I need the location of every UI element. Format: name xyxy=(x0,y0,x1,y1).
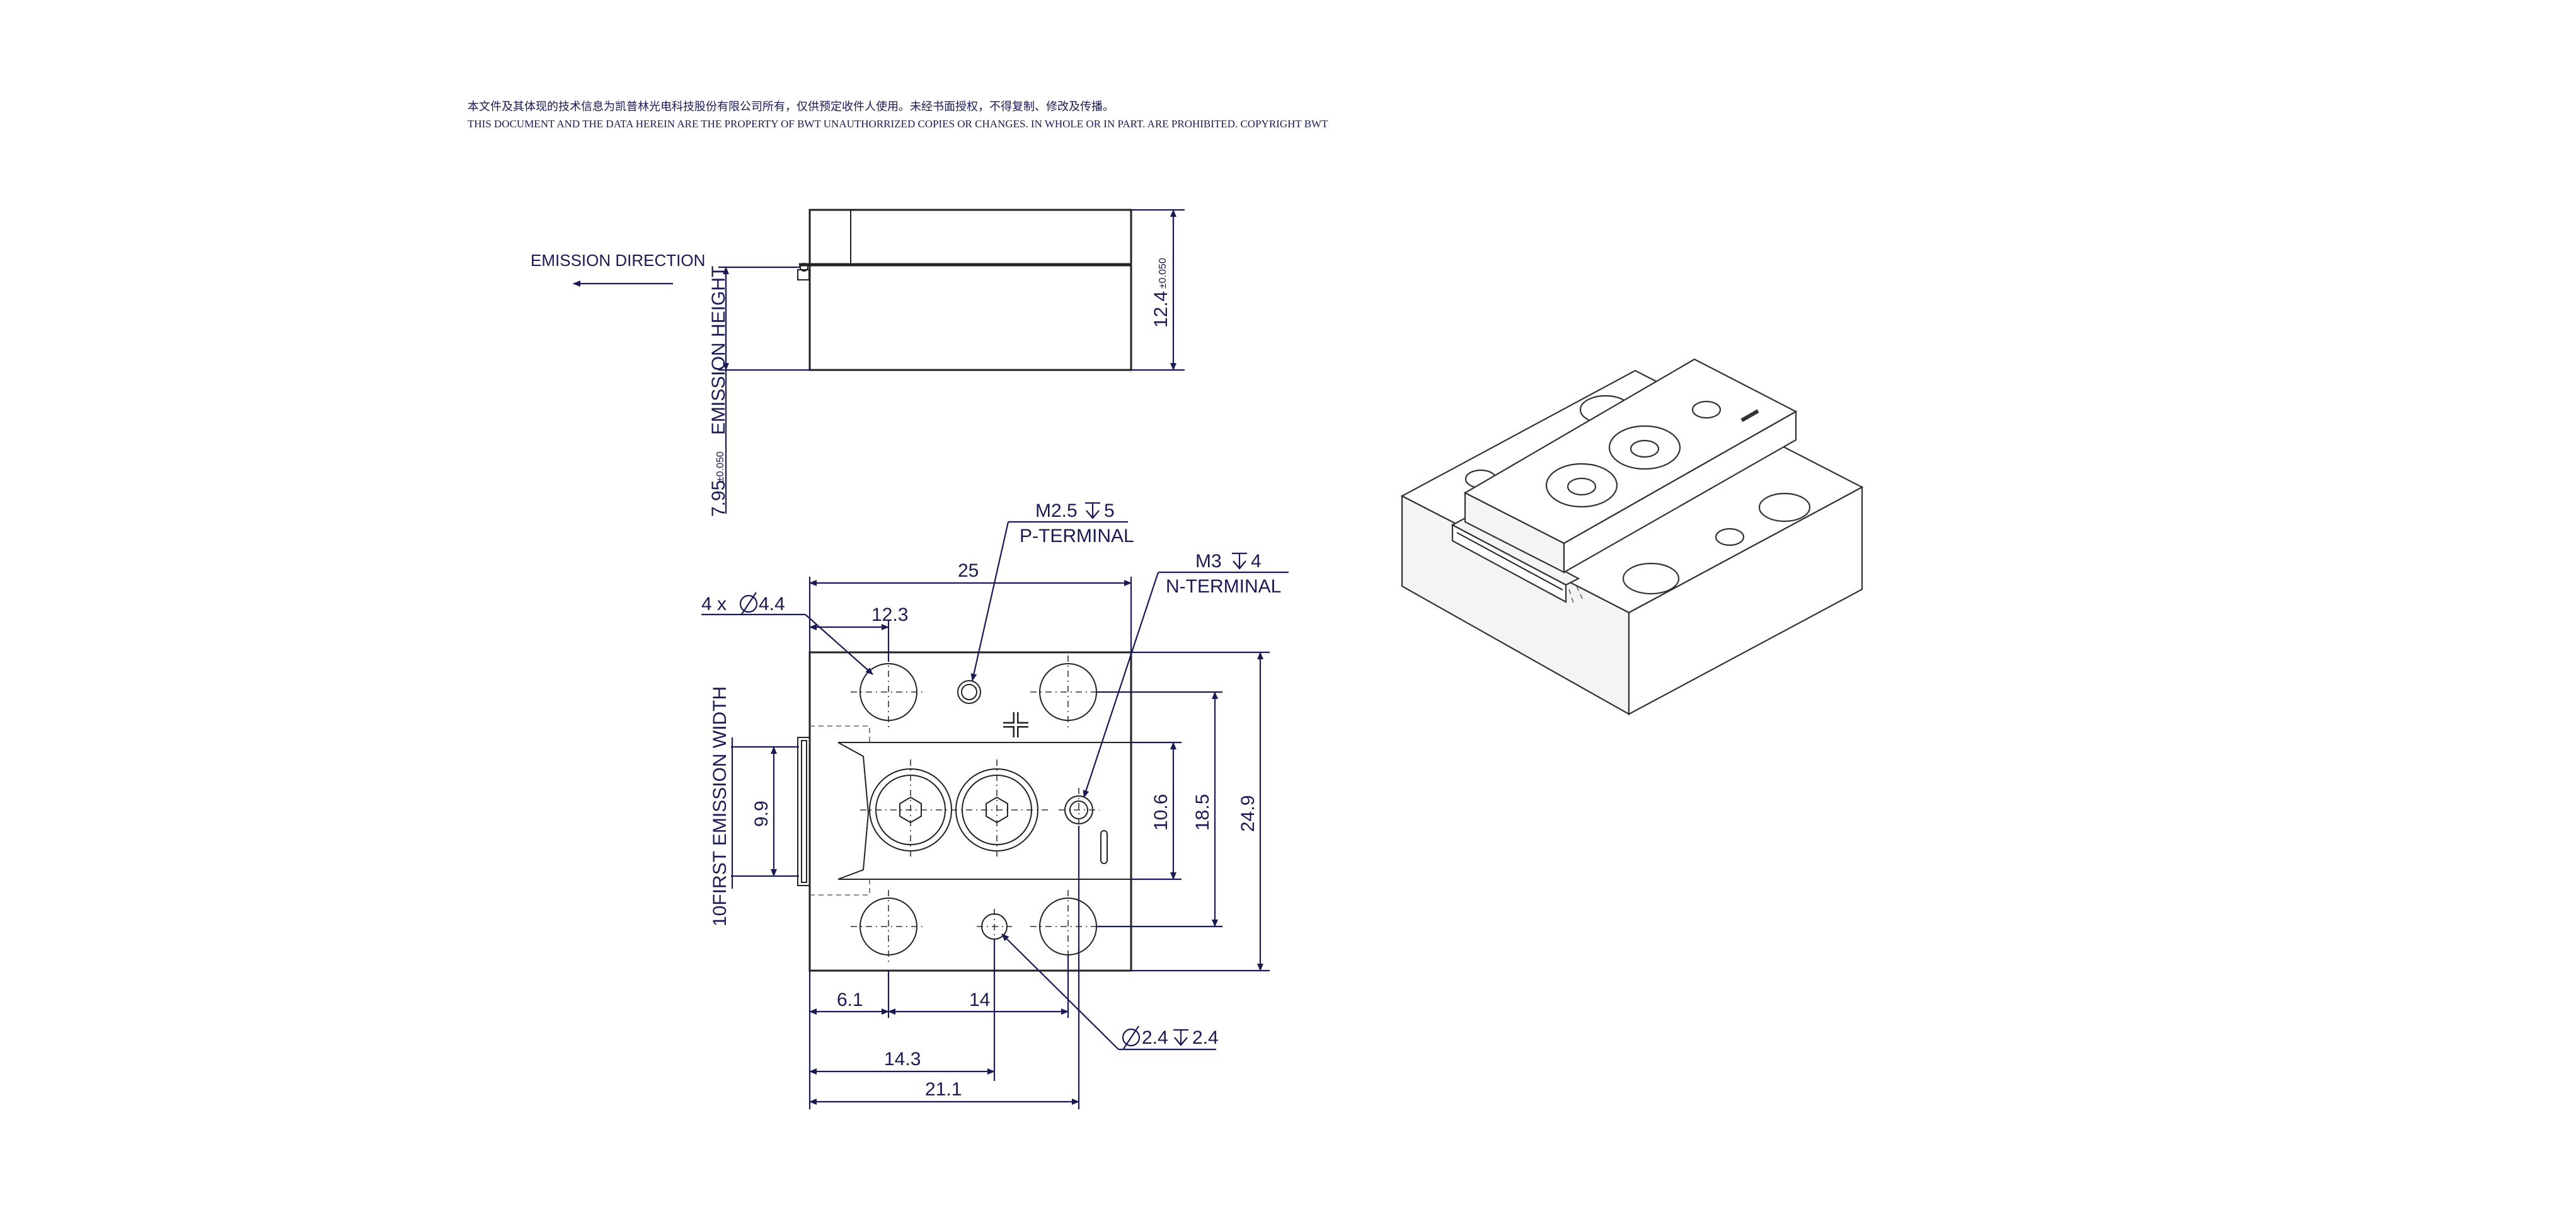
holes-count: 4 x xyxy=(701,594,727,615)
hole-pitch-x-value: 12.3 xyxy=(871,604,908,625)
total-height-tol: ±0.050 xyxy=(1158,258,1168,289)
holes-leader xyxy=(805,614,873,675)
emission-height-value: 7.95 xyxy=(708,480,729,517)
rail-face xyxy=(1451,524,1567,603)
base-right-face xyxy=(1628,486,1863,715)
hex-socket-icon xyxy=(1567,477,1597,496)
dim-21-1-value: 21.1 xyxy=(925,1079,962,1100)
side-view-body xyxy=(808,209,1132,371)
p-terminal-label: P-TERMINAL xyxy=(1020,526,1134,546)
small-hole-depth: 2.4 xyxy=(1192,1027,1219,1048)
dim-6-1-value: 6.1 xyxy=(837,990,863,1010)
width-total-value: 25 xyxy=(958,560,979,581)
emitter-line xyxy=(1456,532,1563,591)
small-hole-leader xyxy=(1001,933,1119,1050)
p-leader xyxy=(970,521,1009,681)
n-terminal-centerline xyxy=(1059,788,1100,832)
p-terminal-hole xyxy=(957,680,981,704)
dim-14-value: 14 xyxy=(969,990,990,1010)
emission-height-label: EMISSION HEIGHT xyxy=(708,266,729,435)
depth-icon xyxy=(1173,1029,1188,1046)
base-hole xyxy=(1758,492,1811,523)
depth-icon xyxy=(1085,502,1100,519)
hidden-line-bottom xyxy=(810,879,870,896)
n-leader xyxy=(1083,572,1159,798)
emission-direction-label: EMISSION DIRECTION xyxy=(531,251,705,270)
emitter-bar xyxy=(797,737,810,886)
base-small-hole xyxy=(1715,528,1745,546)
height-total-value: 24.9 xyxy=(1238,795,1258,832)
clamp-right-face xyxy=(1563,410,1797,574)
rail-hidden xyxy=(1568,586,1584,606)
diameter-icon xyxy=(1122,1025,1141,1049)
side-view: EMISSION DIRECTION 7.95 ±0.050 EMISSION … xyxy=(531,209,1185,517)
hidden-line-top xyxy=(810,725,870,742)
small-hole-dia: 2.4 xyxy=(1142,1027,1168,1048)
depth-icon xyxy=(1232,552,1247,570)
hex-socket-icon xyxy=(1630,439,1660,458)
diameter-icon xyxy=(739,592,758,616)
hole-pitch-y-value: 18.5 xyxy=(1192,794,1213,831)
n-terminal-label: N-TERMINAL xyxy=(1166,576,1281,597)
minus-marking xyxy=(1740,409,1759,422)
emission-width-value: 9.9 xyxy=(751,800,772,827)
p-thread: M2.5 xyxy=(1035,500,1078,521)
minus-marking xyxy=(1100,830,1108,864)
clamp-small-hole xyxy=(1691,400,1722,419)
dim-14-3-value: 14.3 xyxy=(884,1049,921,1070)
small-hole-centerline xyxy=(977,909,1012,944)
top-view: 25 12.3 4 x 4.4 M2.5 5 P-TERMINAL M3 4 N… xyxy=(701,500,1289,1109)
emitter-block xyxy=(797,269,810,280)
p-terminal-hole-inner xyxy=(961,684,977,700)
first-emission-label: 10FIRST EMISSION WIDTH xyxy=(710,686,730,927)
hole-centerlines xyxy=(851,655,1106,964)
emitter-bar-inner xyxy=(801,740,807,883)
emission-height-tol: ±0.050 xyxy=(715,451,726,482)
center-band-value: 10.6 xyxy=(1151,794,1171,831)
lens-holder-outline xyxy=(837,742,870,880)
base-hole xyxy=(1622,562,1680,595)
holes-dia: 4.4 xyxy=(759,594,785,615)
notice-english: THIS DOCUMENT AND THE DATA HEREIN ARE TH… xyxy=(468,118,1328,130)
screw-centerlines xyxy=(860,759,1049,860)
screws xyxy=(860,759,1049,860)
notice-chinese: 本文件及其体现的技术信息为凯普林光电科技股份有限公司所有，仅供预定收件人使用。未… xyxy=(468,100,1114,113)
n-depth: 4 xyxy=(1251,551,1262,572)
isometric-view xyxy=(1400,358,1864,715)
n-thread: M3 xyxy=(1195,551,1222,572)
total-height-value: 12.4 xyxy=(1151,291,1171,328)
p-depth: 5 xyxy=(1104,500,1115,521)
